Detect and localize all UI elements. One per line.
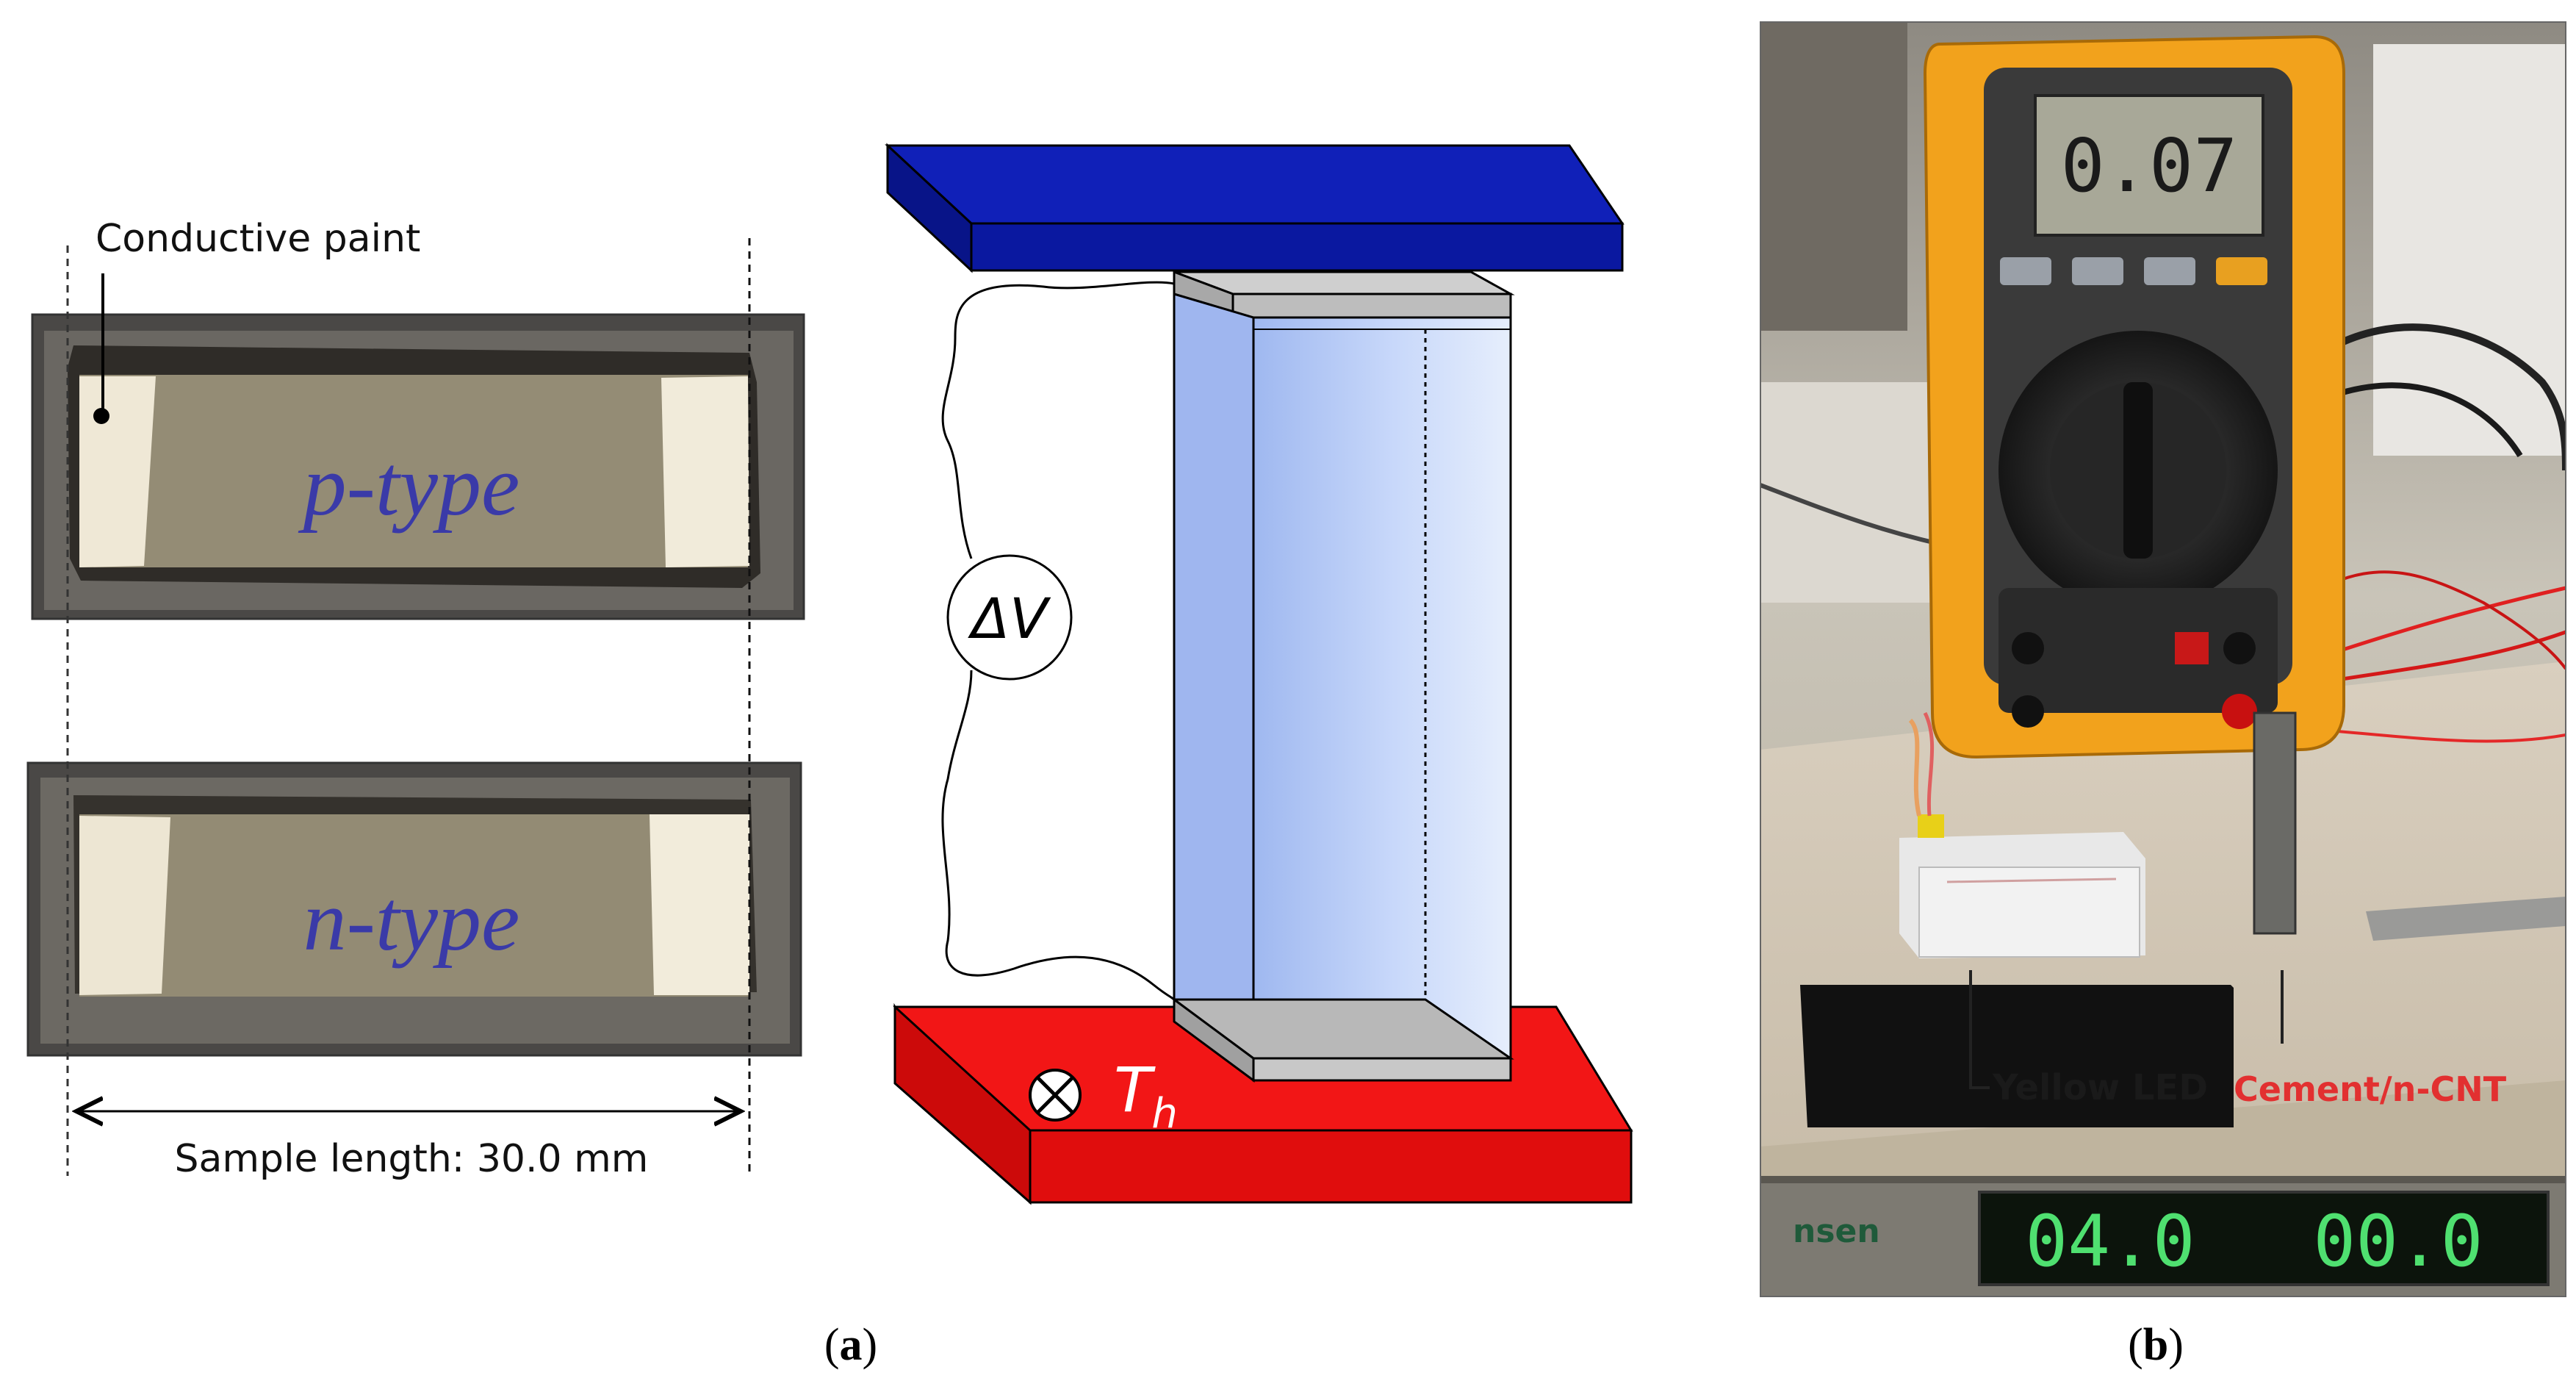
experiment-photo: 0.07 [1760, 21, 2566, 1297]
bottom-electrode [1170, 997, 1514, 1083]
voltmeter-symbol [946, 554, 1073, 681]
delta-v-label: ΔV [968, 586, 1051, 651]
sample-slab [1173, 292, 1512, 1061]
p-type-sample-photo: p-type [31, 313, 805, 620]
cement-sample-label: Cement/n-CNT [2234, 1069, 2507, 1109]
n-type-sample-photo: n-type [26, 761, 802, 1057]
p-type-handwriting: p-type [298, 437, 520, 534]
top-electrode [1173, 270, 1515, 320]
right-conductive-paint [661, 376, 749, 567]
multimeter: 0.07 [1923, 35, 2345, 759]
seebeck-schematic: ΔV Th [885, 143, 1633, 1205]
caption-b: (b) [2128, 1320, 2184, 1370]
right-conductive-paint [650, 814, 749, 995]
cement-sample [2253, 711, 2297, 935]
sample-length-label: Sample length: 30.0 mm [175, 1137, 649, 1181]
left-conductive-paint [79, 376, 156, 567]
conductive-paint-callout: Conductive paint [96, 217, 420, 261]
sample-photos: p-type n-type [26, 313, 805, 1057]
controller-brand-fragment: nsen [1793, 1213, 1880, 1250]
led-leader-line [1969, 970, 1990, 1089]
cold-plate [885, 143, 1625, 273]
yellow-led-label: Yellow LED [1992, 1067, 2208, 1108]
voltmeter-wire [941, 281, 1176, 1001]
led-breadboard [1899, 711, 2145, 958]
readout-right: 00.0 [2313, 1200, 2483, 1282]
controller-display [1978, 1191, 2550, 1286]
left-conductive-paint [79, 816, 170, 995]
n-type-handwriting: n-type [303, 872, 520, 969]
hot-temperature-label: Th [1114, 1054, 1178, 1138]
readout-left: 04.0 [2025, 1200, 2195, 1282]
heat-flow-into-page-icon [1029, 1069, 1082, 1122]
caption-a: (a) [824, 1320, 877, 1370]
multimeter-reading: 0.07 [2061, 123, 2238, 209]
